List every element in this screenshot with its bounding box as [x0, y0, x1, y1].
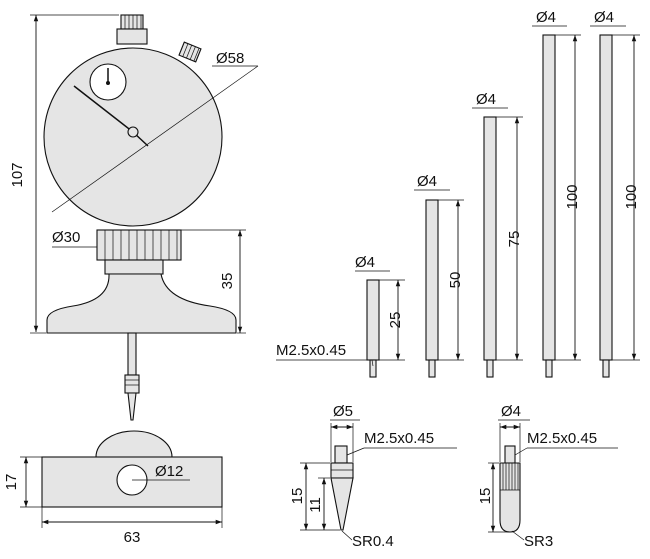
rod50-diameter-label: Ø4: [417, 173, 437, 190]
tip1-radius-label: SR0.4: [352, 533, 394, 550]
base-body: [46, 273, 237, 334]
tip1-body-length-label: 11: [307, 497, 324, 513]
tip1-thread-label: M2.5x0.45: [364, 430, 434, 447]
extension-rod-100b: [599, 34, 613, 378]
crown-knob: [120, 14, 144, 30]
rod100a-diameter-label: Ø4: [536, 9, 556, 26]
probe-rod: [127, 332, 137, 376]
stem-knurl: [96, 229, 182, 261]
rod75-diameter-label: Ø4: [476, 91, 496, 108]
rod100b-diameter-label: Ø4: [594, 9, 614, 26]
side-knob: [178, 41, 202, 63]
base-thickness-label: 17: [3, 474, 20, 491]
main-thread-label: M2.5x0.45: [276, 342, 346, 359]
rod50-length-label: 50: [447, 272, 464, 289]
contact-point-ball: [499, 445, 521, 533]
extension-rod-75: [483, 116, 497, 378]
dial-gauge: [43, 14, 259, 421]
base-hole-label: Ø12: [155, 463, 183, 480]
crown-neck: [116, 28, 148, 45]
total-height-label: 107: [9, 162, 26, 187]
dial-diameter-label: Ø58: [216, 50, 244, 67]
rod100a-length-label: 100: [564, 184, 581, 209]
needle: [73, 85, 134, 133]
extension-rod-100a: [542, 34, 556, 378]
tip1-diameter-label: Ø5: [333, 403, 353, 420]
tip2-thread-label: M2.5x0.45: [527, 430, 597, 447]
base-top-view: [41, 430, 223, 508]
stem-height-label: 35: [219, 273, 236, 290]
stem-diameter-label: Ø30: [52, 229, 80, 246]
rod100b-length-label: 100: [623, 184, 640, 209]
tip2-diameter-label: Ø4: [501, 403, 521, 420]
base-width-label: 63: [124, 529, 141, 546]
rod75-length-label: 75: [506, 231, 523, 248]
tip1-total-length-label: 15: [289, 488, 306, 505]
extension-rod-25: [366, 279, 380, 378]
rod25-diameter-label: Ø4: [355, 254, 375, 271]
tip2-length-label: 15: [477, 488, 494, 505]
rod25-length-label: 25: [387, 312, 404, 329]
contact-point-sharp: [330, 445, 354, 531]
extension-rod-50: [425, 199, 439, 378]
dial-diameter-line: [51, 65, 259, 213]
tip2-radius-label: SR3: [524, 533, 553, 550]
